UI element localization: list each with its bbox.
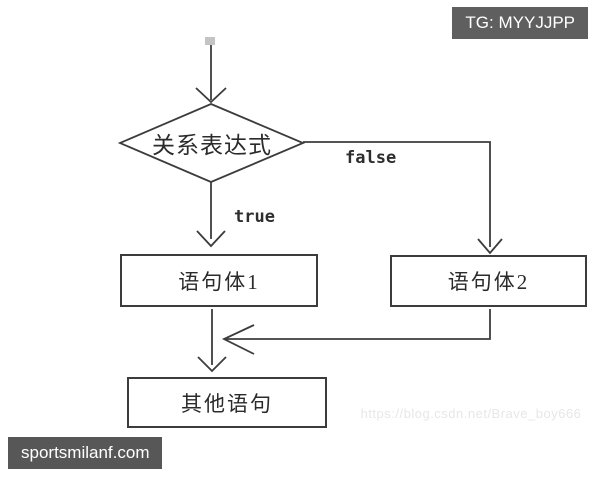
node-other-statements: 其他语句 [127,377,327,428]
csdn-watermark: https://blog.csdn.net/Brave_boy666 [360,406,582,421]
arrowhead-into-box1 [196,230,226,248]
tg-badge: TG: MYYJJPP [452,7,588,39]
site-badge: sportsmilanf.com [8,437,163,469]
node-other-statements-label: 其他语句 [181,391,273,416]
start-handle [205,37,215,45]
false-branch-label: false [345,148,397,168]
arrowhead-into-merge [221,324,255,355]
arrowhead-into-decision [195,87,227,104]
node-statement-body-1: 语句体1 [120,254,318,307]
decision-label: 关系表达式 [152,133,272,158]
arrowhead-into-box3 [197,356,227,373]
edge-box2-to-merge [226,309,491,340]
edge-false-branch [303,141,491,247]
node-statement-body-1-label: 语句体1 [178,269,260,294]
arrowhead-into-box2 [477,238,503,255]
node-statement-body-2: 语句体2 [390,255,587,307]
true-branch-label: true [234,207,275,227]
node-statement-body-2-label: 语句体2 [447,270,530,294]
